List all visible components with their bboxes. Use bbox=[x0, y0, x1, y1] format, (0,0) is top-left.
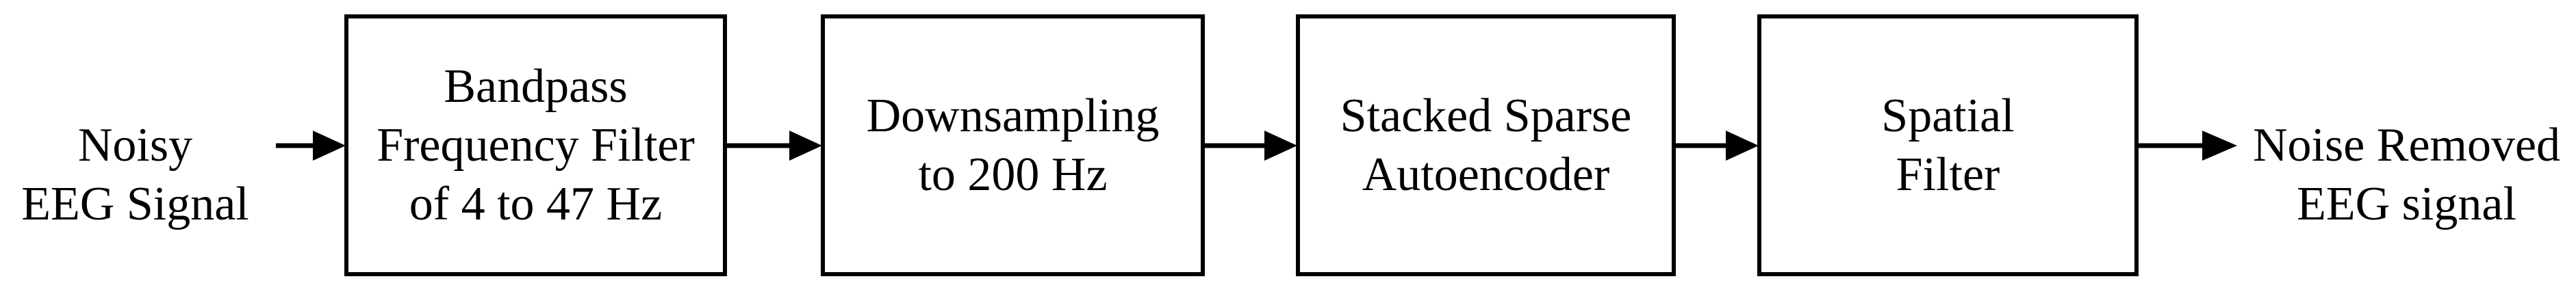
input-label-line-1: Noisy bbox=[77, 119, 193, 172]
input-label-line-2: EEG Signal bbox=[21, 178, 249, 230]
stage-box-downsampling[interactable]: Downsampling to 200 Hz bbox=[821, 14, 1205, 276]
arrow-input-to-bandpass bbox=[276, 125, 346, 166]
stage-2-line-1: Downsampling bbox=[866, 89, 1160, 142]
output-label-line-2: EEG signal bbox=[2297, 178, 2516, 230]
output-label-line-1: Noise Removed bbox=[2252, 119, 2561, 172]
stage-1-line-1: Bandpass bbox=[444, 59, 628, 113]
stage-3-line-2: Autoencoder bbox=[1362, 148, 1610, 201]
arrow-spatial-filter-to-output bbox=[2136, 125, 2237, 166]
stage-box-bandpass-frequency-filter[interactable]: Bandpass Frequency Filter of 4 to 47 Hz bbox=[344, 14, 727, 276]
stage-1-line-2: Frequency Filter bbox=[377, 118, 695, 172]
stage-1-line-3: of 4 to 47 Hz bbox=[409, 177, 663, 230]
stage-3-line-1: Stacked Sparse bbox=[1340, 89, 1632, 142]
stage-box-stacked-sparse-autoencoder[interactable]: Stacked Sparse Autoencoder bbox=[1296, 14, 1676, 276]
stage-box-spatial-filter[interactable]: Spatial Filter bbox=[1757, 14, 2139, 276]
noisy-eeg-signal-label: Noisy EEG Signal bbox=[0, 116, 270, 234]
stage-2-line-2: to 200 Hz bbox=[918, 148, 1108, 201]
stage-4-line-2: Filter bbox=[1896, 148, 2000, 201]
arrow-bandpass-to-downsampling bbox=[724, 125, 822, 166]
stage-4-line-1: Spatial bbox=[1881, 89, 2015, 142]
arrow-downsampling-to-autoencoder bbox=[1202, 125, 1297, 166]
noise-removed-eeg-signal-label: Noise Removed EEG signal bbox=[2237, 116, 2576, 234]
arrow-autoencoder-to-spatial-filter bbox=[1673, 125, 1759, 166]
